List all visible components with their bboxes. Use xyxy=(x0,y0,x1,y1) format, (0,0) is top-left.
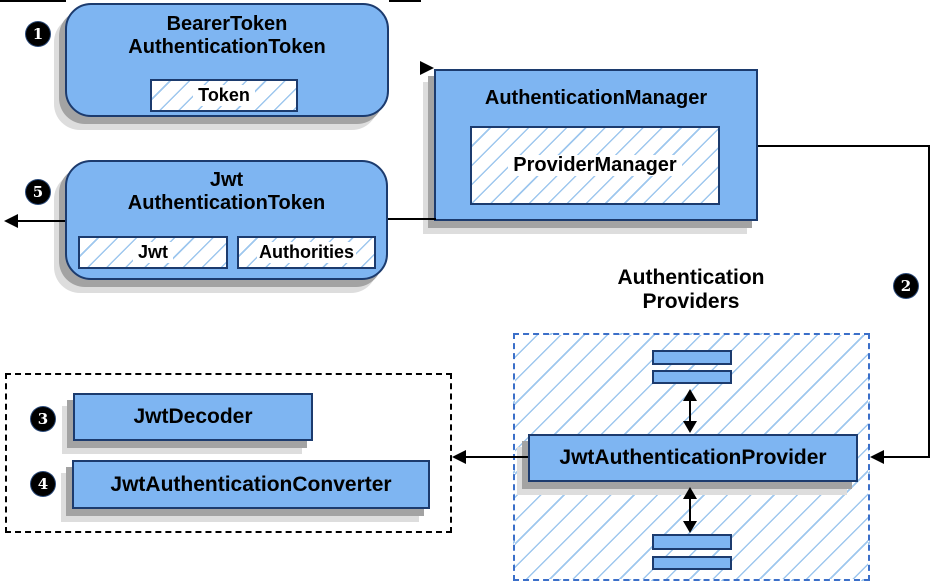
flow-line-manager-to-jwt-token xyxy=(388,218,436,220)
jwt-authentication-token-node: Jwt AuthenticationToken Jwt Authorities xyxy=(65,160,388,280)
authentication-providers-label-line2: Providers xyxy=(642,290,740,313)
jwt-authentication-converter-node: JwtAuthenticationConverter xyxy=(72,460,430,509)
provider-placeholder-bar xyxy=(652,534,732,550)
flow-line-request-in xyxy=(0,0,66,2)
double-arrow-down-icon xyxy=(683,521,697,533)
double-arrow-up-icon xyxy=(683,389,697,401)
authentication-providers-label: Authentication Providers xyxy=(566,266,816,314)
authorities-field-label: Authorities xyxy=(256,242,356,263)
jwt-authentication-converter-label: JwtAuthenticationConverter xyxy=(110,472,392,496)
step-1-badge: 1 xyxy=(26,22,50,46)
double-arrow-bottom-line xyxy=(689,497,691,523)
provider-manager-label: ProviderManager xyxy=(508,155,682,176)
bearer-token-title-line2: AuthenticationToken xyxy=(128,36,326,58)
flow-line-provider-to-decoder xyxy=(466,456,528,458)
double-arrow-up-icon xyxy=(683,487,697,499)
jwt-authentication-provider-label: JwtAuthenticationProvider xyxy=(559,446,827,469)
authentication-manager-node: AuthenticationManager ProviderManager xyxy=(434,69,758,221)
step-3-badge: 3 xyxy=(31,407,55,431)
arrowhead-to-provider-icon xyxy=(870,450,884,464)
double-arrow-top-line xyxy=(689,399,691,423)
flow-line-to-manager xyxy=(389,0,421,2)
flow-line-response-out xyxy=(17,220,65,222)
token-field-label: Token xyxy=(193,85,255,106)
double-arrow-down-icon xyxy=(683,421,697,433)
token-field: Token xyxy=(150,79,298,112)
step-4-number: 4 xyxy=(37,475,49,493)
jwt-authentication-provider-node: JwtAuthenticationProvider xyxy=(528,434,858,482)
provider-placeholder-bar xyxy=(652,370,732,384)
bearer-token-authentication-token-node: BearerToken AuthenticationToken Token xyxy=(65,3,389,117)
flow-line-step2-top xyxy=(758,145,930,147)
jwt-token-title-line2: AuthenticationToken xyxy=(127,192,326,214)
flow-line-step2-bottom xyxy=(884,456,930,458)
step-3-number: 3 xyxy=(37,410,49,428)
step-2-badge: 2 xyxy=(894,274,918,298)
jwt-decoder-node: JwtDecoder xyxy=(73,393,313,441)
jwt-token-title-line1: Jwt xyxy=(209,169,244,191)
authorities-field: Authorities xyxy=(237,236,376,269)
provider-placeholder-bar xyxy=(652,350,732,365)
step-4-badge: 4 xyxy=(31,472,55,496)
step-1-number: 1 xyxy=(32,25,44,43)
arrowhead-to-manager-icon xyxy=(420,61,434,75)
jwt-field: Jwt xyxy=(78,236,228,269)
jwt-token-title: Jwt AuthenticationToken xyxy=(67,169,386,215)
provider-placeholder-bar xyxy=(652,556,732,570)
step-2-number: 2 xyxy=(900,277,912,295)
step-5-badge: 5 xyxy=(26,180,50,204)
authentication-manager-title: AuthenticationManager xyxy=(484,87,708,109)
bearer-token-title-line1: BearerToken xyxy=(166,13,288,35)
flow-line-step2-vertical xyxy=(928,145,930,458)
authentication-providers-label-line1: Authentication xyxy=(617,266,765,289)
bearer-token-title: BearerToken AuthenticationToken xyxy=(67,13,387,59)
arrowhead-to-decoder-group-icon xyxy=(452,450,466,464)
arrowhead-response-out-icon xyxy=(4,214,18,228)
provider-manager-field: ProviderManager xyxy=(470,126,720,205)
jwt-field-label: Jwt xyxy=(132,242,173,263)
jwt-decoder-label: JwtDecoder xyxy=(133,405,253,428)
step-5-number: 5 xyxy=(32,183,44,201)
